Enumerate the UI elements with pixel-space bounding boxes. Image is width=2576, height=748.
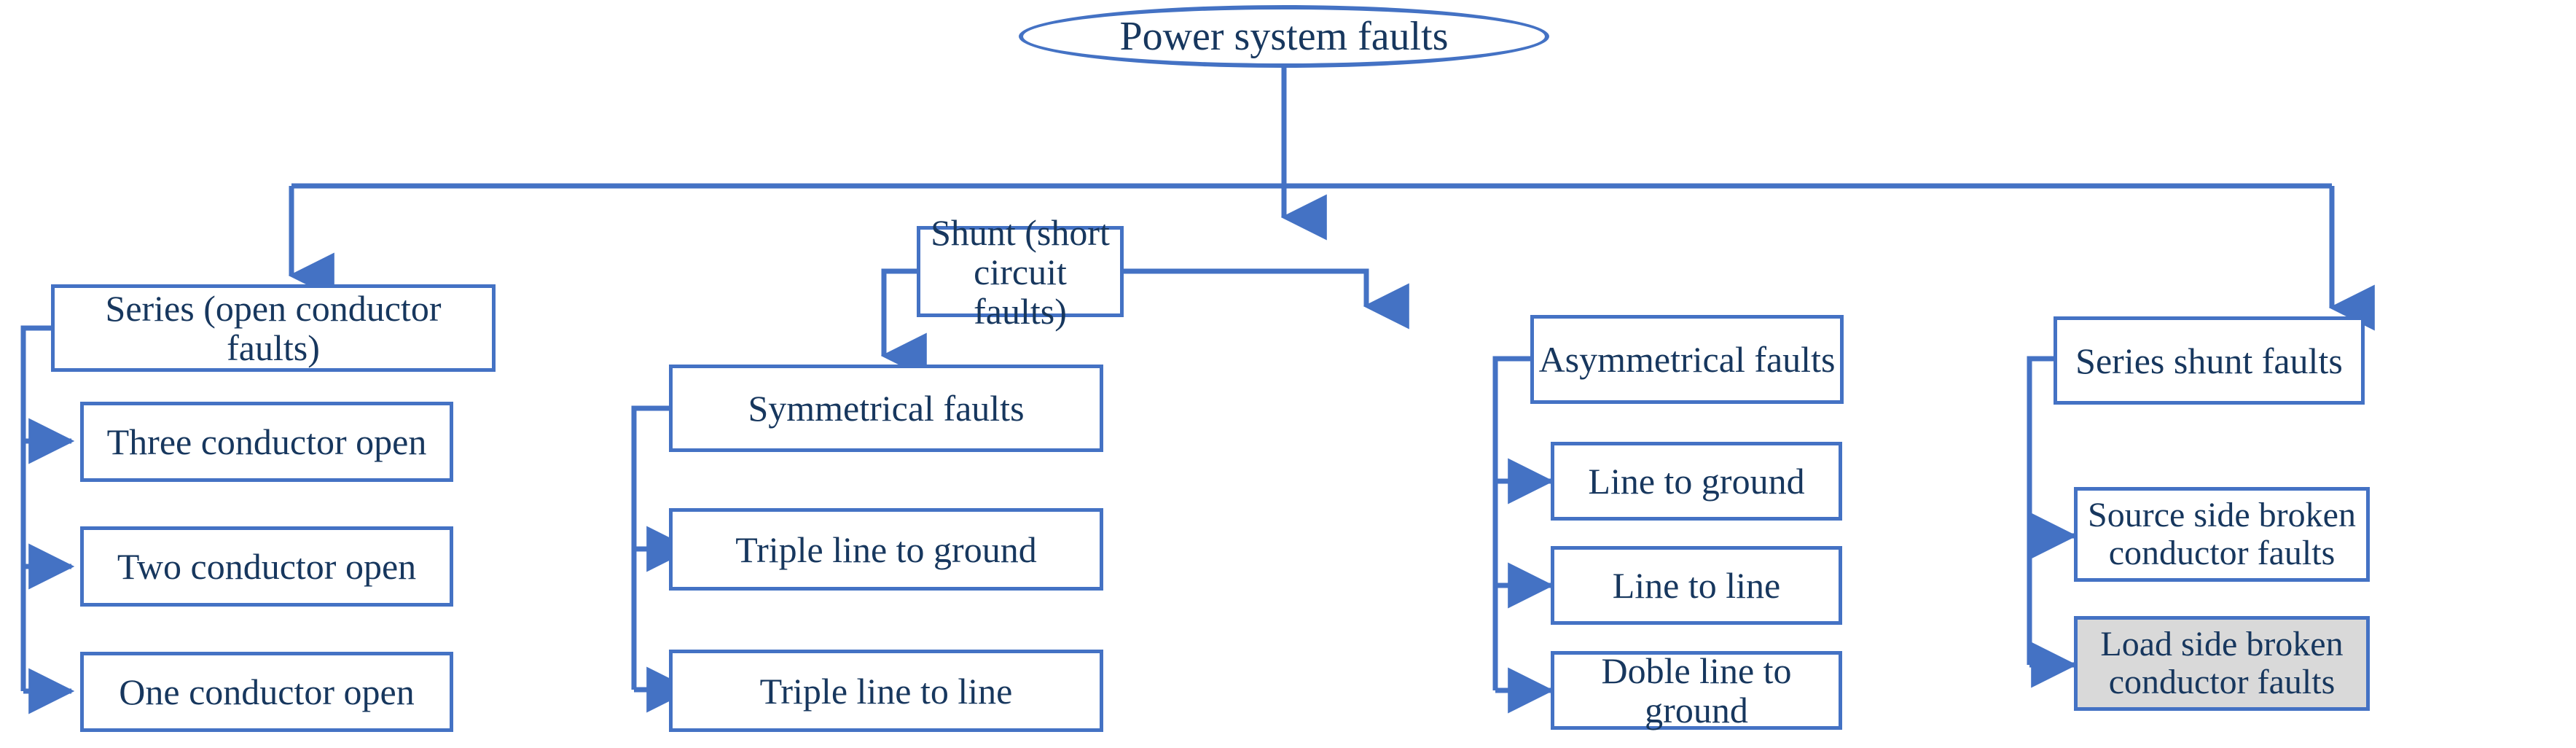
connector-asymmetrical-trunk [1492,356,1530,690]
node-series-open-conductor-faults[interactable]: Series (open conductor faults) [51,284,496,372]
connector-series-shunt-trunk [2027,356,2054,665]
node-source-side-broken-conductor-faults[interactable]: Source side broken conductor faults [2074,487,2370,582]
node-label-line-1: Load side broken [2100,625,2344,664]
node-label: Triple line to ground [735,529,1037,570]
node-load-side-broken-conductor-faults[interactable]: Load side broken conductor faults [2074,616,2370,711]
node-label: Three conductor open [106,421,427,462]
node-label: Asymmetrical faults [1538,339,1836,380]
node-three-conductor-open[interactable]: Three conductor open [80,402,453,482]
node-label: Symmetrical faults [748,388,1025,429]
node-series-shunt-faults[interactable]: Series shunt faults [2054,316,2365,405]
node-symmetrical-faults[interactable]: Symmetrical faults [669,365,1103,452]
node-label: Series shunt faults [2075,340,2343,381]
node-label: Line to line [1612,565,1781,606]
node-power-system-faults[interactable]: Power system faults [1019,5,1549,68]
connector-shunt-to-asymmetrical [1121,268,1409,330]
node-doble-line-to-ground[interactable]: Doble line to ground [1551,651,1842,730]
node-two-conductor-open[interactable]: Two conductor open [80,526,453,607]
node-label: Shunt (short circuit faults) [931,211,1110,332]
node-label: Two conductor open [117,546,417,587]
node-shunt-short-circuit-faults[interactable]: Shunt (short circuit faults) [917,213,1124,331]
node-label: Triple line to line [759,670,1013,712]
node-label: Series (open conductor faults) [105,288,442,368]
connector-series-trunk [20,325,51,691]
connector-shunt-to-symmetrical [880,268,927,379]
node-label: One conductor open [119,671,415,712]
node-label-line-2: conductor faults [2108,663,2336,701]
node-label-line-1: Source side broken [2088,496,2356,535]
node-one-conductor-open[interactable]: One conductor open [80,652,453,732]
node-line-to-ground[interactable]: Line to ground [1551,442,1842,521]
node-label-line-2: conductor faults [2108,534,2336,572]
node-triple-line-to-line[interactable]: Triple line to line [669,650,1103,732]
node-asymmetrical-faults[interactable]: Asymmetrical faults [1530,315,1844,404]
node-line-to-line[interactable]: Line to line [1551,546,1842,625]
node-label: Power system faults [1119,13,1449,59]
node-label: Line to ground [1588,461,1805,502]
node-label: Doble line to ground [1601,650,1792,731]
node-triple-line-to-ground[interactable]: Triple line to ground [669,508,1103,591]
connector-symmetrical-trunk [631,405,669,690]
